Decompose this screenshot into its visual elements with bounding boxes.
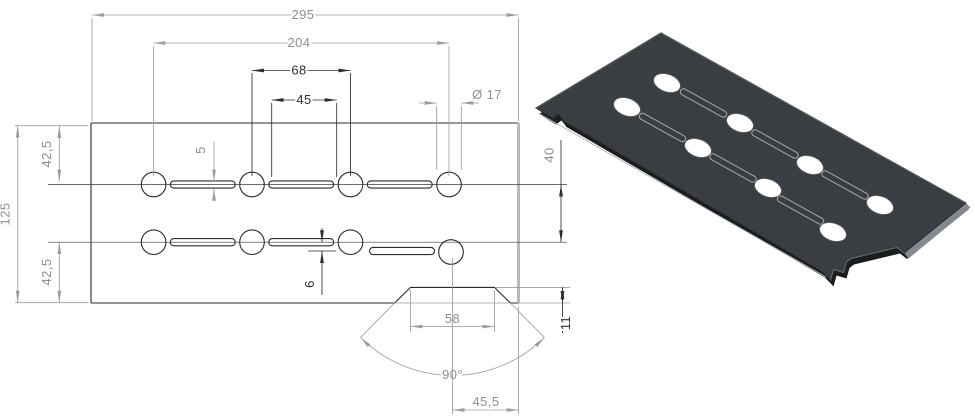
svg-text:5: 5 — [193, 146, 208, 154]
svg-text:42,5: 42,5 — [39, 141, 54, 168]
front-view: 295 204 68 45 Ø 17 — [0, 5, 575, 414]
plate-top-edge-sheen — [535, 32, 967, 204]
svg-text:6: 6 — [302, 280, 317, 288]
offset-slot — [368, 246, 436, 256]
svg-text:45,5: 45,5 — [473, 394, 500, 409]
dim-hole-pitch: 68 — [251, 61, 351, 176]
dim-hole-span: 204 — [153, 33, 450, 176]
isometric-view — [535, 32, 971, 287]
dim-row-spacing: 40 — [540, 140, 563, 243]
svg-text:11: 11 — [558, 316, 573, 330]
slots-iso — [638, 88, 869, 225]
dim-slot-offset: 6 — [300, 228, 336, 295]
dim-slot-width: 5 — [191, 142, 216, 201]
dim-top-row-offset: 42,5 — [15, 125, 88, 182]
svg-text:Ø 17: Ø 17 — [472, 87, 502, 102]
plate-top-face — [535, 32, 967, 282]
dim-bottom-row-offset: 42,5 — [37, 242, 62, 303]
svg-text:45: 45 — [296, 92, 311, 107]
dim-slot-length: 45 — [271, 90, 338, 177]
slots-front — [169, 180, 436, 256]
svg-text:125: 125 — [0, 203, 13, 226]
svg-text:295: 295 — [292, 7, 315, 22]
plate-outline — [90, 122, 520, 304]
dim-notch-depth: 11 — [496, 286, 575, 333]
row-centerlines — [48, 184, 567, 243]
holes-front — [140, 171, 464, 265]
svg-text:42,5: 42,5 — [39, 259, 54, 286]
holes-iso — [613, 72, 894, 243]
svg-text:68: 68 — [291, 63, 306, 78]
svg-text:40: 40 — [542, 147, 557, 162]
offset-hole — [438, 239, 464, 265]
plate-right-bevel — [904, 203, 971, 259]
dim-hole-diameter: Ø 17 — [419, 85, 503, 170]
notch-edge-iso — [830, 246, 905, 281]
plate-edge-highlight — [538, 113, 827, 278]
dim-notch-center-to-edge: 45,5 — [452, 258, 519, 414]
svg-text:204: 204 — [288, 35, 311, 50]
dim-total-height: 125 — [0, 125, 88, 304]
dim-total-width: 295 — [91, 5, 519, 121]
